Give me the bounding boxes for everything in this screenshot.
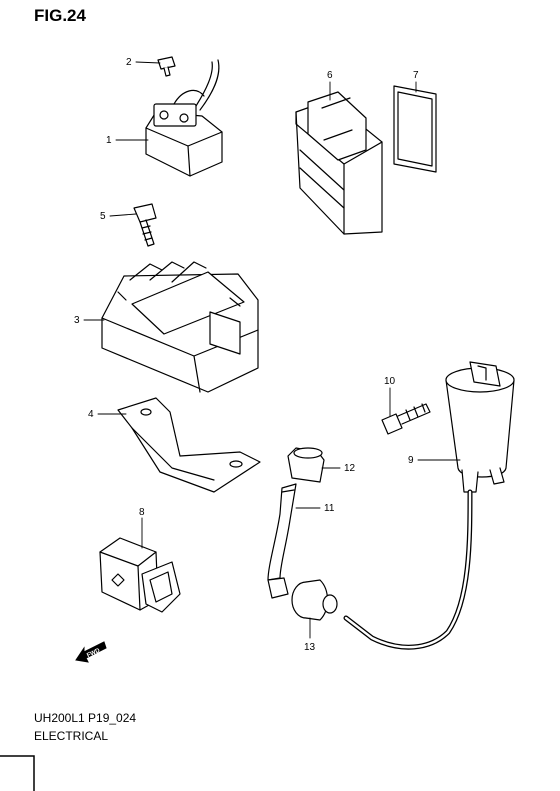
part-12-cap [287,447,325,483]
figure-title: FIG.24 [34,6,86,25]
callout-11: 11 [324,503,335,514]
part-2-screw [157,56,176,77]
callout-1: 1 [106,135,112,146]
part-5-bolt [133,203,157,247]
callout-4: 4 [88,409,94,420]
part-11-plug-cap [267,483,297,599]
part-10-bolt [381,403,431,435]
part-1-starter-relay [145,59,223,177]
part-8-coupler [99,537,181,613]
callout-13: 13 [304,642,316,653]
part-6-control-unit [295,91,383,235]
callout-7: 7 [413,70,419,81]
part-4-bracket [117,397,261,493]
callout-5: 5 [100,211,106,222]
callout-12: 12 [344,463,356,474]
part-13-grommet [291,579,338,621]
callout-3: 3 [74,315,80,326]
footer-code: UH200L1 P19_024 [34,711,137,725]
front-direction-arrow-icon: FWD [75,641,107,663]
part-3-regulator-rectifier [101,261,259,393]
footer-section: ELECTRICAL [34,729,109,743]
callout-9: 9 [408,455,414,466]
leader-lines [83,61,461,639]
fwd-label: FWD [86,648,102,659]
part-9-ignition-coil [343,361,515,650]
part-7-label-sheet [393,85,437,173]
callout-8: 8 [139,507,145,518]
callout-2: 2 [126,57,132,68]
page-corner-rule [0,755,35,791]
callout-6: 6 [327,70,333,81]
callout-10: 10 [384,376,396,387]
